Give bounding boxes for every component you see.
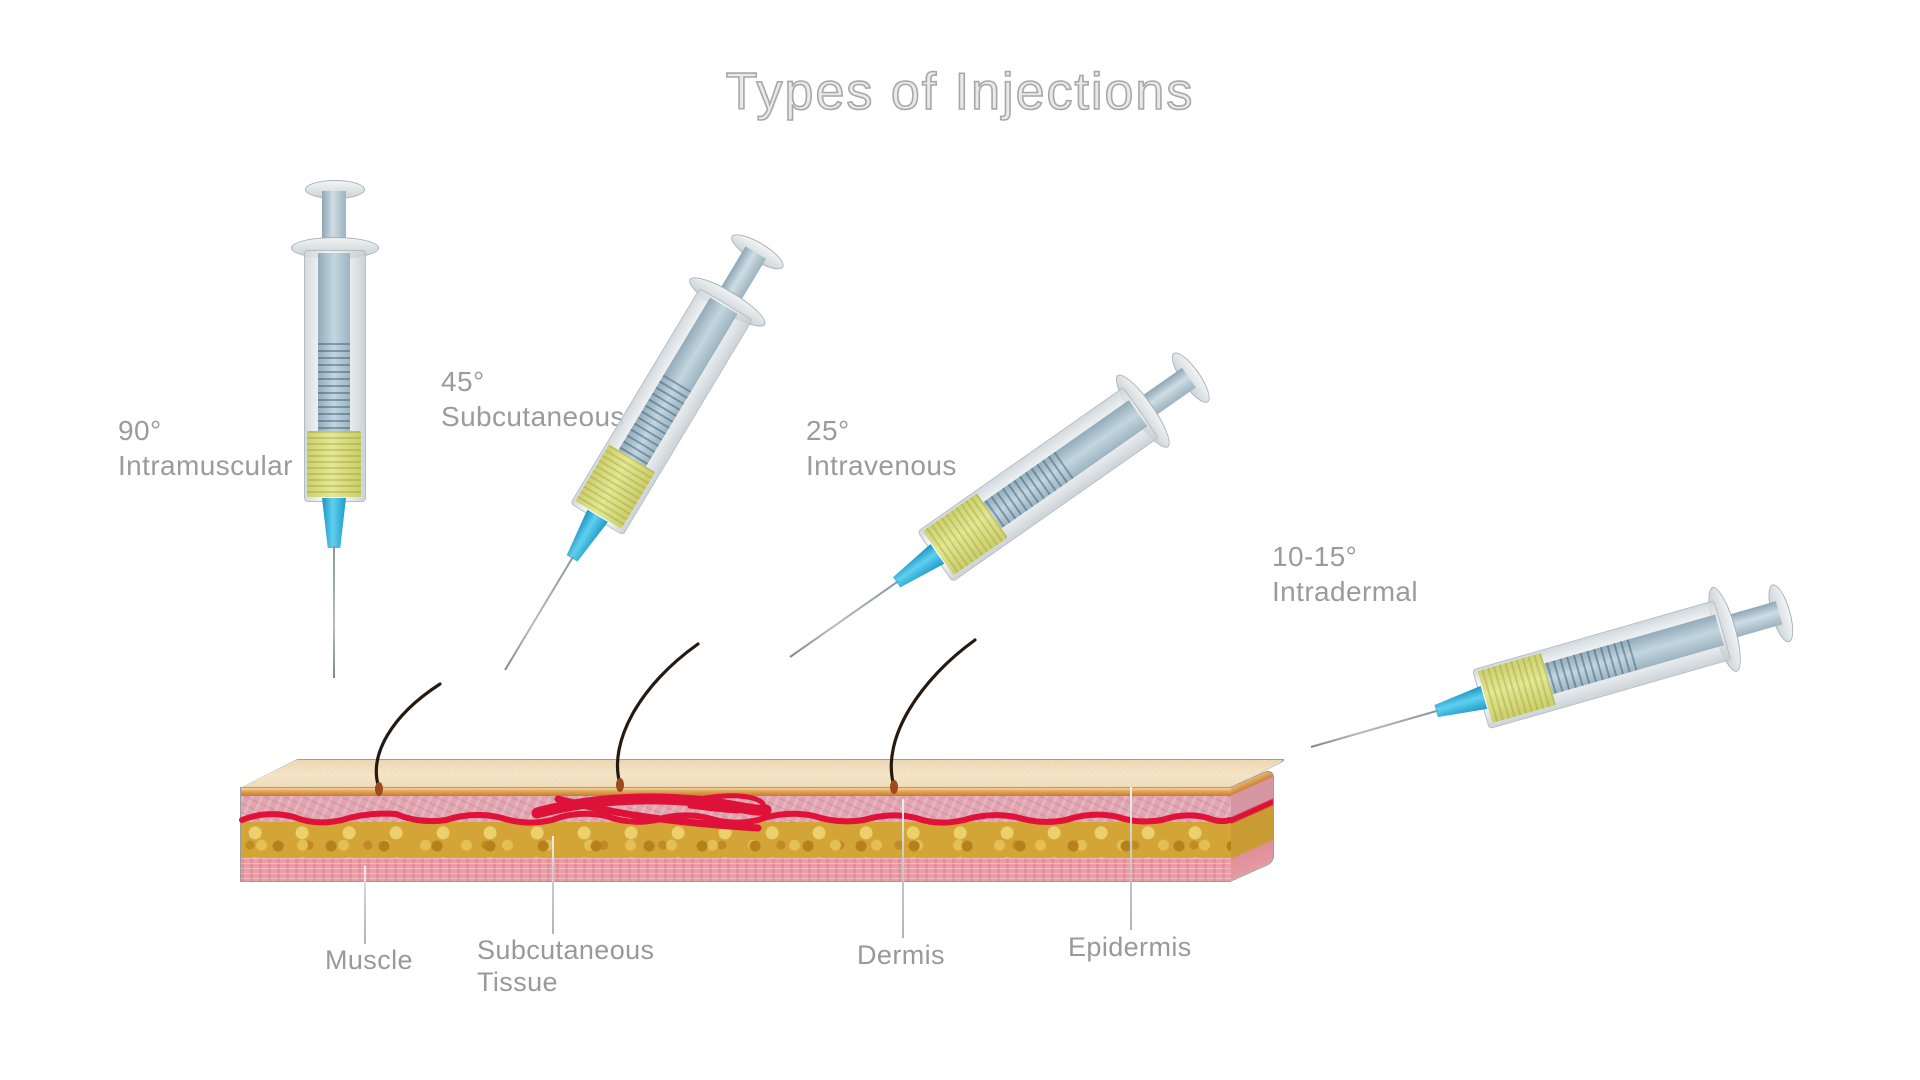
angle-value: 10-15° [1272,541,1358,572]
barrel-graduations [983,451,1074,529]
syringe-barrel [1471,600,1732,730]
page-title: Types of Injections [725,62,1195,122]
skin-cut-end-face [1230,767,1274,882]
subcutaneous-tissue-label: Subcutaneous Tissue [477,935,655,998]
epidermis-label: Epidermis [1068,932,1192,962]
dermis-layer [241,796,1231,822]
needle [1310,709,1439,748]
injection-type: Intramuscular [118,450,293,481]
label-intramuscular: 90° Intramuscular [118,413,293,483]
barrel-graduations [318,343,350,431]
injection-type: Intradermal [1272,576,1419,607]
plunger-inside-barrel [318,253,350,431]
plunger-inside-barrel [618,297,738,467]
dermis-leader-line [902,799,904,938]
label-intravenous: 25° Intravenous [806,413,957,483]
epidermis-layer [241,788,1231,796]
syringe-barrel [304,250,366,502]
skin-front-face [240,787,1231,882]
subcutaneous-leader-line [552,836,554,934]
needle-hub [562,510,608,565]
angle-value: 25° [806,415,850,446]
medication-liquid [307,431,361,497]
dermis-label: Dermis [857,940,945,970]
needle [789,580,899,658]
plunger-inside-barrel [983,400,1148,529]
syringe-90-intramuscular [289,180,379,680]
needle-hub [1433,686,1488,723]
syringe-25-intravenous [763,334,1224,695]
angle-value: 45° [441,366,485,397]
skin-surface-top-face [240,759,1289,788]
skin-cross-section [240,754,1300,884]
barrel-graduations [1544,639,1638,695]
medication-liquid [1477,652,1556,724]
angle-value: 90° [118,415,162,446]
needle [504,556,574,671]
injection-type: Subcutaneous [441,401,625,432]
muscle-label: Muscle [325,945,413,975]
needle-hub [322,498,346,548]
muscle-layer [241,858,1231,881]
label-intradermal: 10-15° Intradermal [1272,539,1418,609]
syringe-45-subcutaneous [465,220,800,695]
epidermis-leader-line [1130,787,1132,930]
plunger-inside-barrel [1544,614,1724,695]
label-subcutaneous: 45° Subcutaneous [441,364,625,434]
barrel-graduations [618,374,692,467]
subcutaneous-tissue-layer [241,822,1231,858]
needle [333,546,335,678]
injection-type: Intravenous [806,450,957,481]
muscle-leader-line [364,866,366,944]
